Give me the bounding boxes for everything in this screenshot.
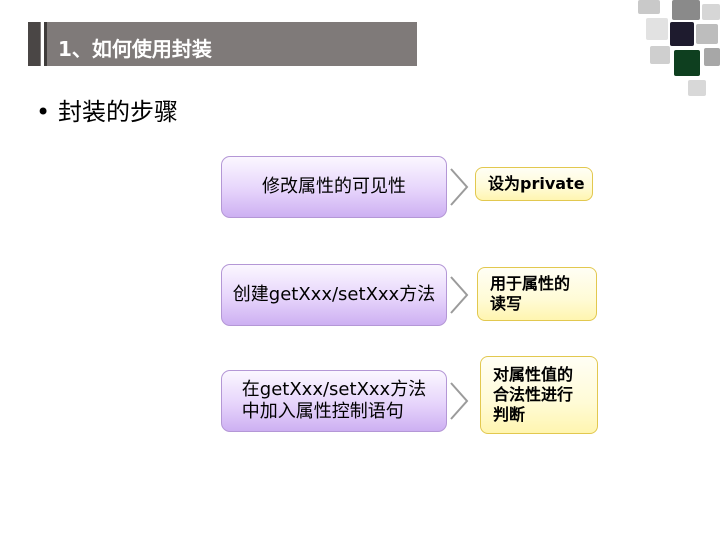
note-box-2: 用于属性的 读写 bbox=[477, 267, 597, 321]
step-label-3-line-2: 中加入属性控制语句 bbox=[242, 401, 426, 423]
bullet-text: 封装的步骤 bbox=[58, 98, 178, 126]
deco-tile bbox=[702, 4, 720, 20]
title-bar-accent bbox=[28, 22, 40, 66]
slide-title-bar: 1、如何使用封装 bbox=[28, 22, 417, 66]
bullet-item: •封装的步骤 bbox=[36, 92, 178, 127]
note-3-line-2: 合法性进行 bbox=[493, 385, 573, 405]
step-box-1: 修改属性的可见性 bbox=[221, 156, 447, 218]
step-label-2: 创建getXxx/setXxx方法 bbox=[233, 284, 435, 306]
note-box-1: 设为private bbox=[475, 167, 593, 201]
note-box-3: 对属性值的 合法性进行 判断 bbox=[480, 356, 598, 434]
deco-tile bbox=[674, 50, 700, 76]
step-label-1: 修改属性的可见性 bbox=[262, 176, 406, 198]
step-box-2: 创建getXxx/setXxx方法 bbox=[221, 264, 447, 326]
deco-tile bbox=[704, 48, 720, 66]
arrow-chevron-3 bbox=[449, 381, 471, 421]
step-box-3: 在getXxx/setXxx方法 中加入属性控制语句 bbox=[221, 370, 447, 432]
arrow-chevron-1 bbox=[449, 167, 471, 207]
deco-tile bbox=[638, 0, 660, 14]
deco-tile bbox=[672, 0, 700, 20]
note-2-line-2: 读写 bbox=[490, 294, 570, 314]
deco-tile bbox=[696, 24, 718, 44]
note-3-line-3: 判断 bbox=[493, 405, 573, 425]
note-2-line-1: 用于属性的 bbox=[490, 274, 570, 294]
deco-tile bbox=[670, 22, 694, 46]
title-bar-accent-inner bbox=[44, 22, 47, 66]
step-label-3-line-1: 在getXxx/setXxx方法 bbox=[242, 379, 426, 401]
note-1-line-1: 设为private bbox=[488, 174, 585, 194]
deco-tile bbox=[646, 18, 668, 40]
deco-tile bbox=[650, 46, 670, 64]
bullet-marker: • bbox=[36, 98, 58, 126]
note-3-line-1: 对属性值的 bbox=[493, 365, 573, 385]
slide-title: 1、如何使用封装 bbox=[58, 33, 212, 62]
arrow-chevron-2 bbox=[449, 275, 471, 315]
deco-tile bbox=[688, 80, 706, 96]
corner-decoration bbox=[610, 0, 720, 100]
